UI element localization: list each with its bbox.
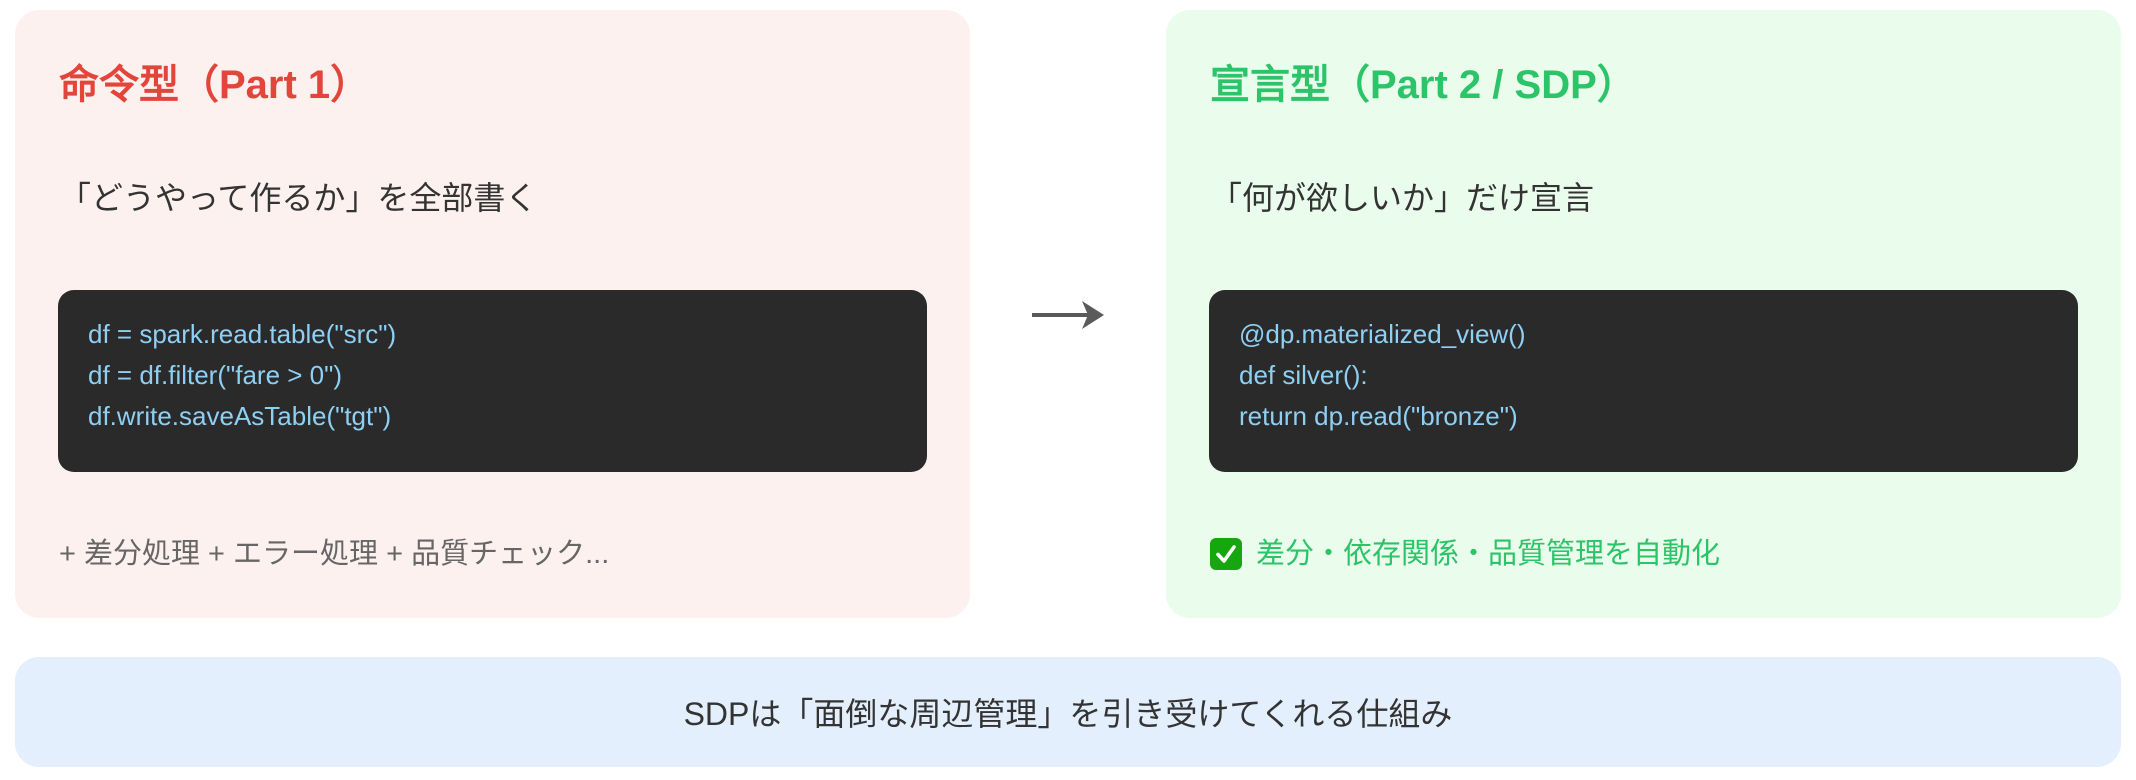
declarative-card: 宣言型（Part 2 / SDP） 「何が欲しいか」だけ宣言 @dp.mater… — [1166, 10, 2121, 618]
declarative-note: 差分・依存関係・品質管理を自動化 — [1210, 532, 1720, 576]
right-arrow-icon — [1030, 295, 1108, 335]
declarative-title: 宣言型（Part 2 / SDP） — [1210, 63, 1637, 107]
summary-text: SDPは「面倒な周辺管理」を引き受けてくれる仕組み — [683, 696, 1453, 732]
imperative-note-text: + 差分処理 + エラー処理 + 品質チェック... — [59, 538, 610, 570]
code-line: df.write.saveAsTable("tgt") — [88, 401, 392, 431]
summary-banner: SDPは「面倒な周辺管理」を引き受けてくれる仕組み — [15, 657, 2121, 767]
imperative-subtitle: 「どうやって作るか」を全部書く — [59, 180, 538, 216]
imperative-card: 命令型（Part 1） 「どうやって作るか」を全部書く df = spark.r… — [15, 10, 970, 618]
code-line: return dp.read("bronze") — [1239, 401, 1518, 431]
declarative-code-block: @dp.materialized_view() def silver(): re… — [1209, 290, 2078, 472]
imperative-code-block: df = spark.read.table("src") df = df.fil… — [58, 290, 927, 472]
code-line: df = df.filter("fare > 0") — [88, 360, 343, 390]
imperative-note: + 差分処理 + エラー処理 + 品質チェック... — [59, 532, 609, 576]
code-line: def silver(): — [1239, 360, 1368, 390]
imperative-title: 命令型（Part 1） — [59, 63, 371, 107]
declarative-note-text: 差分・依存関係・品質管理を自動化 — [1256, 538, 1721, 570]
code-line: df = spark.read.table("src") — [88, 319, 397, 349]
declarative-subtitle: 「何が欲しいか」だけ宣言 — [1210, 180, 1595, 216]
check-mark-button-icon — [1210, 538, 1242, 570]
code-line: @dp.materialized_view() — [1239, 319, 1526, 349]
